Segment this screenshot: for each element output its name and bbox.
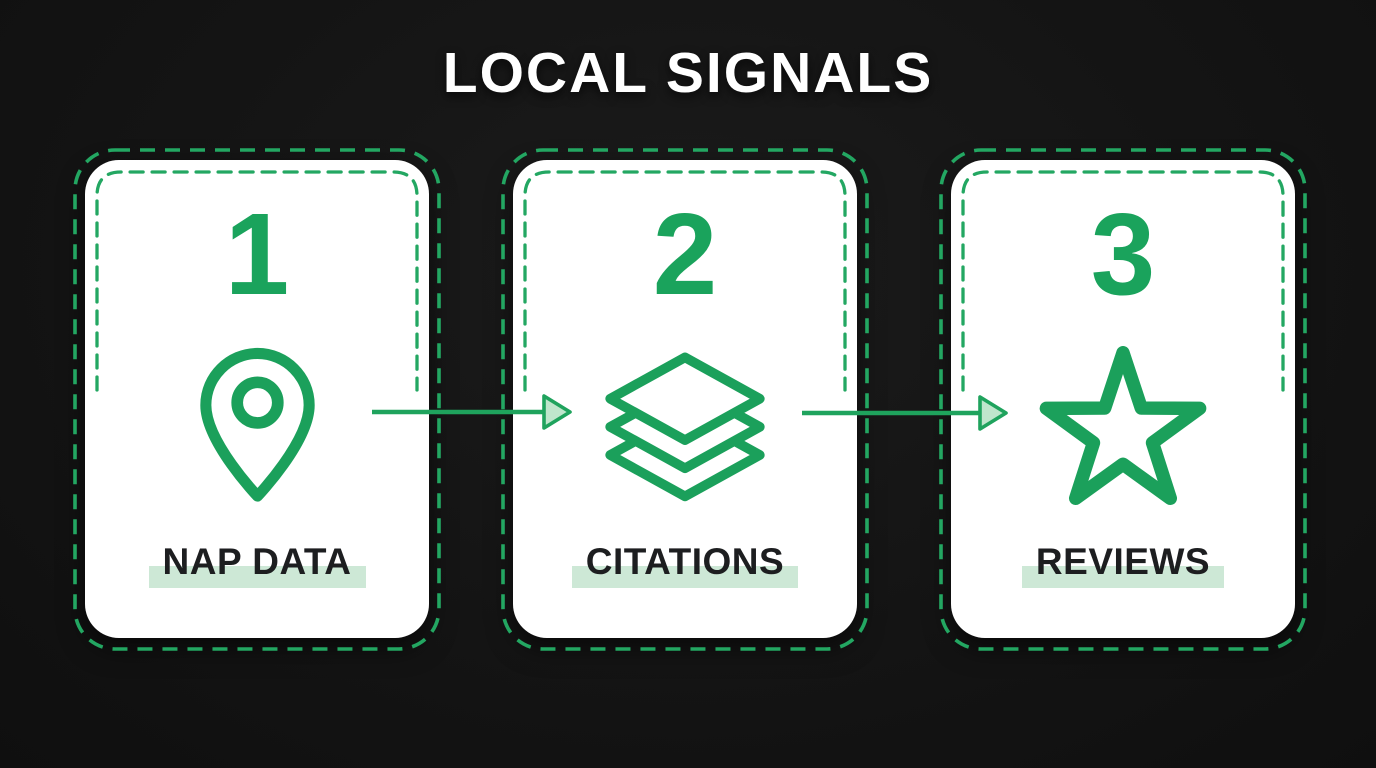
step-label: NAP DATA (162, 541, 352, 582)
step-card-reviews: 3 REVIEWS (951, 160, 1295, 638)
step-icon-wrap (951, 336, 1295, 516)
location-pin-icon (199, 347, 315, 502)
step-number: 3 (1090, 189, 1156, 319)
step-number: 1 (224, 189, 290, 319)
step-card-citations: 2 CITATIONS (513, 160, 857, 638)
step-label: CITATIONS (585, 541, 785, 582)
step-card-nap-data: 1 NAP DATA (85, 160, 429, 638)
step-label-wrap: CITATIONS (513, 541, 857, 588)
layers-stack-icon (605, 352, 765, 502)
step-number: 2 (652, 189, 718, 319)
step-label: REVIEWS (1035, 541, 1211, 582)
step-icon-wrap (513, 336, 857, 516)
page-title: LOCAL SIGNALS (442, 41, 934, 105)
step-label-wrap: NAP DATA (85, 541, 429, 588)
step-icon-wrap (85, 336, 429, 516)
star-icon (1039, 345, 1207, 505)
step-label-wrap: REVIEWS (951, 541, 1295, 588)
